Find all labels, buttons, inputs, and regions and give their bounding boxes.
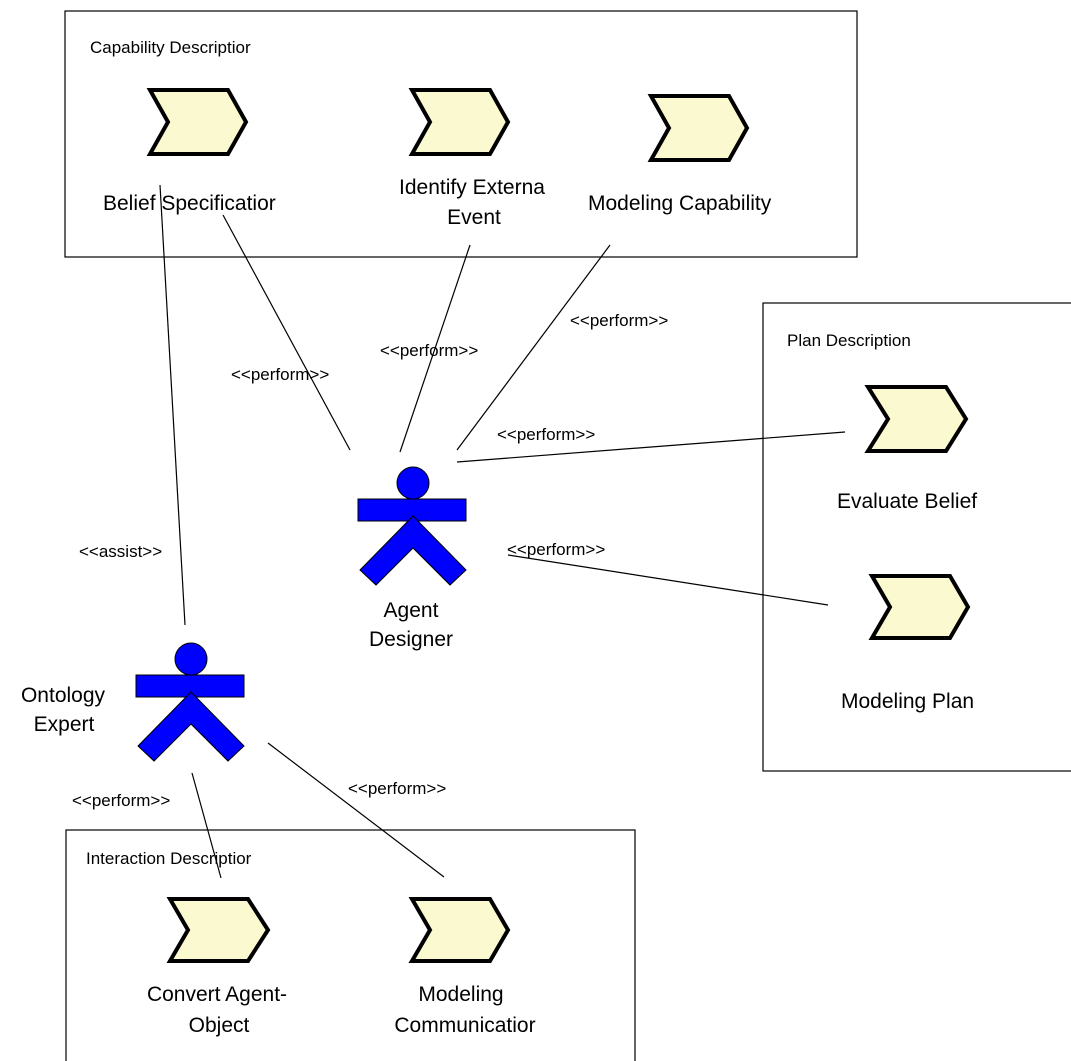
- ontology-expert-label-line1: Ontology: [21, 684, 106, 707]
- modeling-capability-label: Modeling Capability: [588, 192, 772, 215]
- designer-to-plan-line: [507, 554, 829, 606]
- modeling-communication-activity-icon: [408, 897, 511, 963]
- identify-external-label-line2: Event: [447, 206, 501, 229]
- agent-designer-label-line2: Designer: [369, 628, 453, 651]
- modeling-plan-activity-icon: [868, 574, 971, 640]
- plan-box-title: Plan Description: [787, 331, 911, 350]
- assist-label: <<assist>>: [79, 542, 162, 561]
- expert-to-convert-line: [191, 772, 222, 879]
- modeling-comm-label-line2: Communicatior: [394, 1014, 535, 1037]
- identify-external-event-activity-icon: [408, 88, 511, 156]
- perform-label-evaluate: <<perform>>: [497, 425, 595, 444]
- plan-box: [762, 302, 1071, 772]
- designer-to-evaluate-line: [456, 431, 846, 463]
- evaluate-belief-activity-icon: [864, 385, 969, 453]
- perform-label-plan: <<perform>>: [507, 540, 605, 559]
- modelingcap-to-designer-line: [456, 244, 611, 451]
- perform-label-belief: <<perform>>: [231, 365, 329, 384]
- belief-specification-label: Belief Specificatior: [103, 192, 276, 215]
- modeling-capability-activity-icon: [647, 94, 750, 162]
- perform-label-identify: <<perform>>: [380, 341, 478, 360]
- perform-label-convert: <<perform>>: [72, 791, 170, 810]
- identify-external-label-line1: Identify Externa: [399, 176, 545, 199]
- identify-to-designer-line: [399, 244, 471, 453]
- expert-to-comm-line: [267, 742, 445, 878]
- convert-agent-label-line2: Object: [189, 1014, 250, 1037]
- belief-specification-activity-icon: [146, 88, 249, 156]
- ontology-expert-label-line2: Expert: [34, 713, 95, 736]
- interaction-box: [65, 829, 636, 1061]
- convert-agent-object-activity-icon: [166, 897, 271, 963]
- capability-box: [64, 10, 858, 258]
- perform-label-modeling-capability: <<perform>>: [570, 311, 668, 330]
- capability-box-title: Capability Descriptior: [90, 38, 251, 57]
- belief-to-designer-line: [222, 214, 351, 451]
- interaction-box-title: Interaction Descriptior: [86, 849, 252, 868]
- ontology-expert-actor-icon: [135, 642, 245, 762]
- expert-to-belief-assist-line: [159, 184, 186, 626]
- convert-agent-label-line1: Convert Agent-: [147, 983, 287, 1006]
- agent-designer-label-line1: Agent: [384, 599, 439, 622]
- modeling-plan-label: Modeling Plan: [841, 690, 974, 713]
- evaluate-belief-label: Evaluate Belief: [837, 490, 977, 513]
- modeling-comm-label-line1: Modeling: [418, 983, 503, 1006]
- perform-label-communication: <<perform>>: [348, 779, 446, 798]
- agent-designer-actor-icon: [357, 466, 467, 586]
